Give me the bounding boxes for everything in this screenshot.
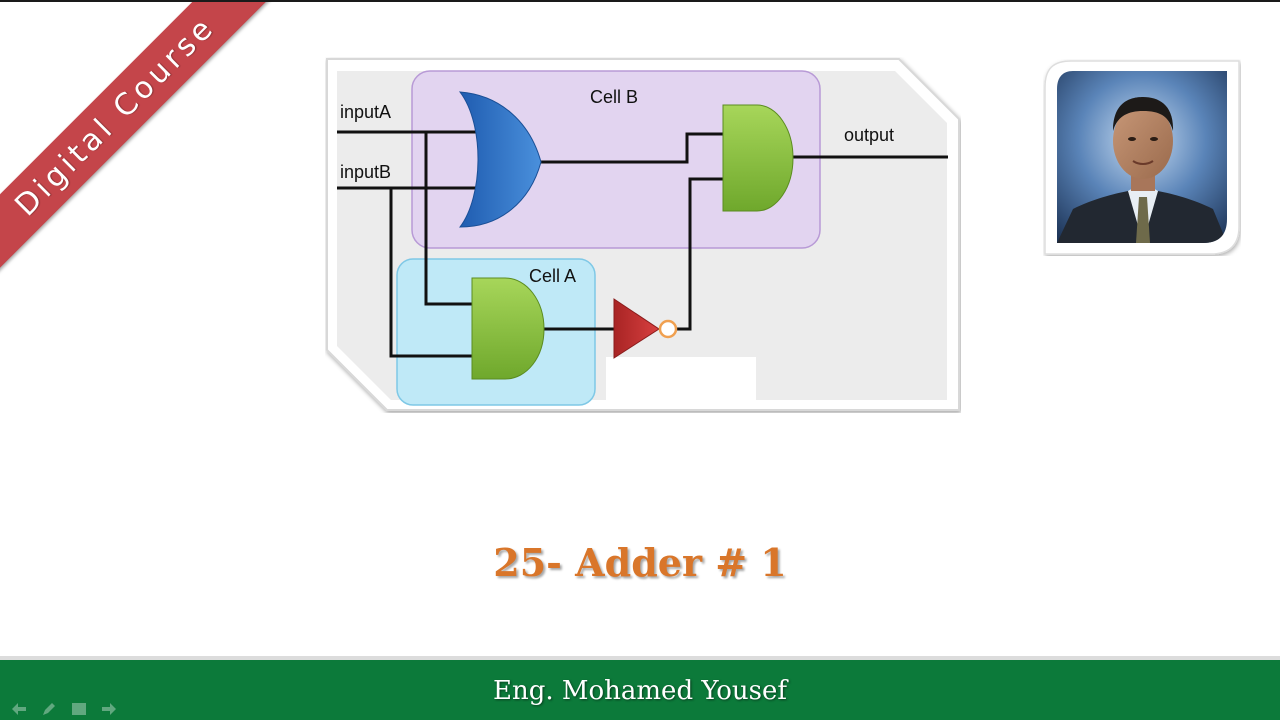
instructor-photo [1043, 59, 1241, 256]
label-input-b: inputB [340, 162, 391, 182]
lesson-title: 25- Adder # 1 [493, 540, 787, 585]
forward-icon[interactable] [98, 700, 120, 718]
slide-nav-controls [8, 700, 120, 718]
circuit-diagram: inputA inputB Cell B Cell A output [325, 57, 961, 413]
course-ribbon-label: Digital Course [8, 9, 222, 223]
blank-patch [606, 357, 756, 405]
label-cell-b: Cell B [590, 87, 638, 107]
not-gate-bubble-icon [658, 319, 678, 339]
label-cell-a: Cell A [529, 266, 576, 286]
menu-icon[interactable] [68, 700, 90, 718]
author-name: Eng. Mohamed Yousef [492, 676, 788, 706]
back-icon[interactable] [8, 700, 30, 718]
and-gate-cell-b-icon [722, 104, 794, 212]
label-input-a: inputA [340, 102, 391, 122]
or-gate-icon [458, 91, 542, 228]
pen-icon[interactable] [38, 700, 60, 718]
not-gate-icon [613, 298, 660, 359]
label-output: output [844, 125, 894, 145]
and-gate-cell-a-icon [471, 277, 545, 380]
course-ribbon: Digital Course [0, 2, 297, 298]
footer-bar: Eng. Mohamed Yousef [0, 656, 1280, 720]
